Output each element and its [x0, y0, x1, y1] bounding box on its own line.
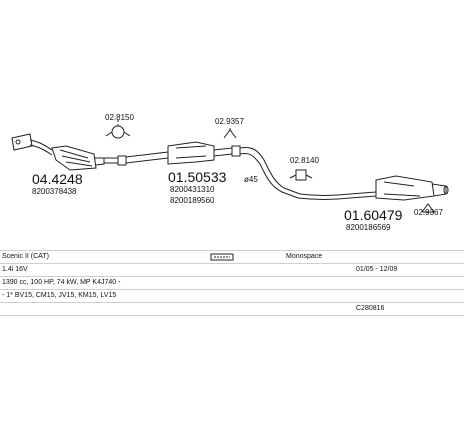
catalyst-oem-label: 8200378438: [32, 187, 77, 196]
rear-silencer: [375, 175, 449, 201]
middle-ref-label: 01.50533: [168, 169, 227, 185]
vehicle-info-table: Scenic II (CAT) Monospace 1.4i 16V 01/05…: [0, 250, 464, 330]
clamp-d-icon: [421, 203, 435, 213]
clamp-c-icon: [289, 169, 313, 181]
rear-ref-label: 01.60479: [344, 207, 403, 223]
scale-stamp-icon: [210, 252, 234, 267]
engine-cell: 1.4i 16V: [2, 266, 28, 273]
row-model: Scenic II (CAT) Monospace: [0, 250, 464, 263]
row-specs: 1390 cc, 100 HP, 74 kW, MP K4J740 -: [0, 276, 464, 289]
clamp-b-icon: [223, 126, 237, 139]
catalyst-ref-label: 04.4248: [32, 171, 83, 187]
clamp-b-label: 02.9357: [215, 117, 244, 126]
middle-oem1-label: 8200431310: [170, 185, 215, 194]
front-flange: [11, 133, 53, 156]
clamp-d-label: 02.9367: [414, 208, 443, 217]
front-pipe: [104, 151, 169, 166]
years-cell: 01/05 - 12/09: [356, 266, 398, 273]
catalyst-body: [51, 145, 105, 171]
pipe-diameter-label: ø45: [244, 175, 258, 184]
clamp-a-icon: [105, 118, 131, 139]
row-ref: C280816: [0, 302, 464, 316]
codes-cell: - 1* BV15, CM15, JV15, KM15, LV15: [2, 292, 117, 299]
ref-code-cell: C280816: [356, 305, 385, 312]
model-cell: Scenic II (CAT): [2, 253, 49, 260]
row-engine: 1.4i 16V 01/05 - 12/09: [0, 263, 464, 276]
middle-oem2-label: 8200189560: [170, 196, 215, 205]
specs-cell: 1390 cc, 100 HP, 74 kW, MP K4J740 -: [2, 279, 121, 286]
exhaust-system-diagram: 04.4248 8200378438 02.8150 02.9357 01.50…: [11, 113, 449, 232]
row-codes: - 1* BV15, CM15, JV15, KM15, LV15: [0, 289, 464, 302]
rear-oem-label: 8200186569: [346, 223, 391, 232]
clamp-a-label: 02.8150: [105, 113, 134, 122]
clamp-c-label: 02.8140: [290, 156, 319, 165]
brand-cell: Monospace: [286, 253, 323, 260]
intermediate-pipe: [231, 145, 377, 200]
middle-silencer: [167, 141, 233, 165]
